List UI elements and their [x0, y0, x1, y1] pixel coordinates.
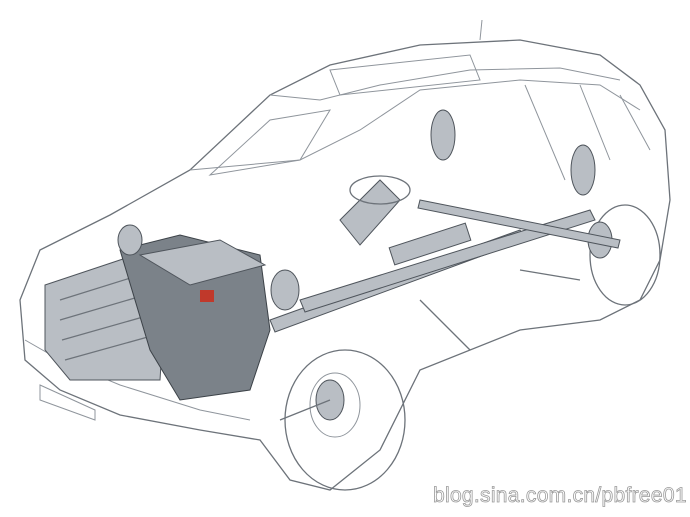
engine-block: [117, 224, 300, 401]
drivetrain: [269, 109, 621, 421]
rear-wheel: [587, 204, 661, 306]
battery-cap: [200, 290, 214, 302]
front-wheel: [284, 349, 406, 491]
car-body-outline: [19, 19, 671, 491]
watermark-text: blog.sina.com.cn/pbfree01: [433, 484, 687, 508]
